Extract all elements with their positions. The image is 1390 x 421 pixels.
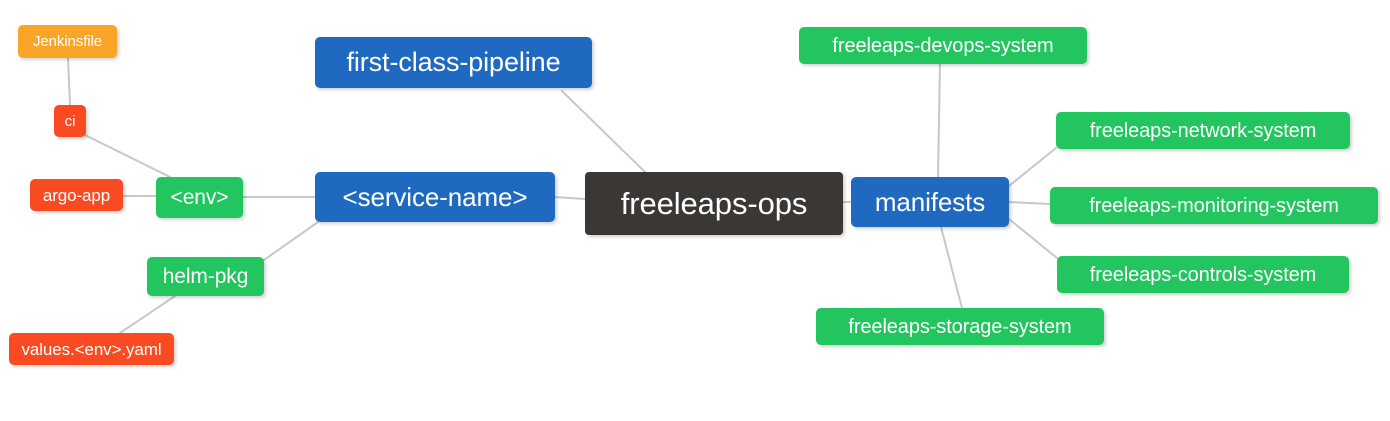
node-label: first-class-pipeline: [346, 47, 561, 77]
node-values-env-yaml[interactable]: values.<env>.yaml: [9, 333, 174, 365]
node-label: Jenkinsfile: [33, 33, 102, 50]
node-label: <service-name>: [342, 182, 528, 212]
node-label: helm-pkg: [162, 265, 249, 288]
edge-first-class-pipeline-to-freeleaps-ops: [561, 90, 646, 173]
node-label: freeleaps-monitoring-system: [1089, 194, 1339, 217]
node-label: freeleaps-network-system: [1089, 119, 1317, 142]
node-freeleaps-controls-system[interactable]: freeleaps-controls-system: [1057, 256, 1349, 293]
node-label: freeleaps-ops: [620, 186, 808, 221]
node-freeleaps-network-system[interactable]: freeleaps-network-system: [1056, 112, 1350, 149]
edge-manifests-to-freeleaps-devops-system: [937, 63, 941, 178]
edge-env-to-ci: [84, 134, 171, 178]
node-label: argo-app: [42, 185, 111, 205]
node-helm-pkg[interactable]: helm-pkg: [147, 257, 264, 296]
node-label: <env>: [170, 186, 229, 209]
node-label: freeleaps-storage-system: [848, 315, 1072, 338]
node-label: freeleaps-controls-system: [1089, 263, 1317, 286]
node-argo-app[interactable]: argo-app: [30, 179, 123, 211]
node-Jenkinsfile[interactable]: Jenkinsfile: [18, 25, 117, 58]
edge-manifests-to-freeleaps-controls-system: [1008, 218, 1058, 259]
edge-service-name-to-helm-pkg: [263, 221, 319, 261]
edge-manifests-to-freeleaps-monitoring-system: [1008, 201, 1051, 205]
node-label: manifests: [874, 187, 986, 217]
node-ci[interactable]: ci: [54, 105, 86, 137]
edge-service-name-to-freeleaps-ops: [554, 196, 586, 200]
edge-manifests-to-freeleaps-storage-system: [940, 226, 963, 309]
edge-ci-to-Jenkinsfile: [67, 57, 71, 106]
node-label: freeleaps-devops-system: [832, 34, 1054, 57]
node-freeleaps-devops-system[interactable]: freeleaps-devops-system: [799, 27, 1087, 64]
node-service-name[interactable]: <service-name>: [315, 172, 555, 222]
node-env[interactable]: <env>: [156, 177, 243, 218]
edge-helm-pkg-to-values-env-yaml: [119, 295, 176, 334]
edge-manifests-to-freeleaps-network-system: [1008, 147, 1057, 187]
node-freeleaps-monitoring-system[interactable]: freeleaps-monitoring-system: [1050, 187, 1378, 224]
node-freeleaps-storage-system[interactable]: freeleaps-storage-system: [816, 308, 1104, 345]
node-first-class-pipeline[interactable]: first-class-pipeline: [315, 37, 592, 88]
node-label: ci: [64, 112, 76, 130]
node-label: values.<env>.yaml: [21, 339, 162, 359]
node-freeleaps-ops[interactable]: freeleaps-ops: [585, 172, 843, 235]
node-manifests[interactable]: manifests: [851, 177, 1009, 227]
